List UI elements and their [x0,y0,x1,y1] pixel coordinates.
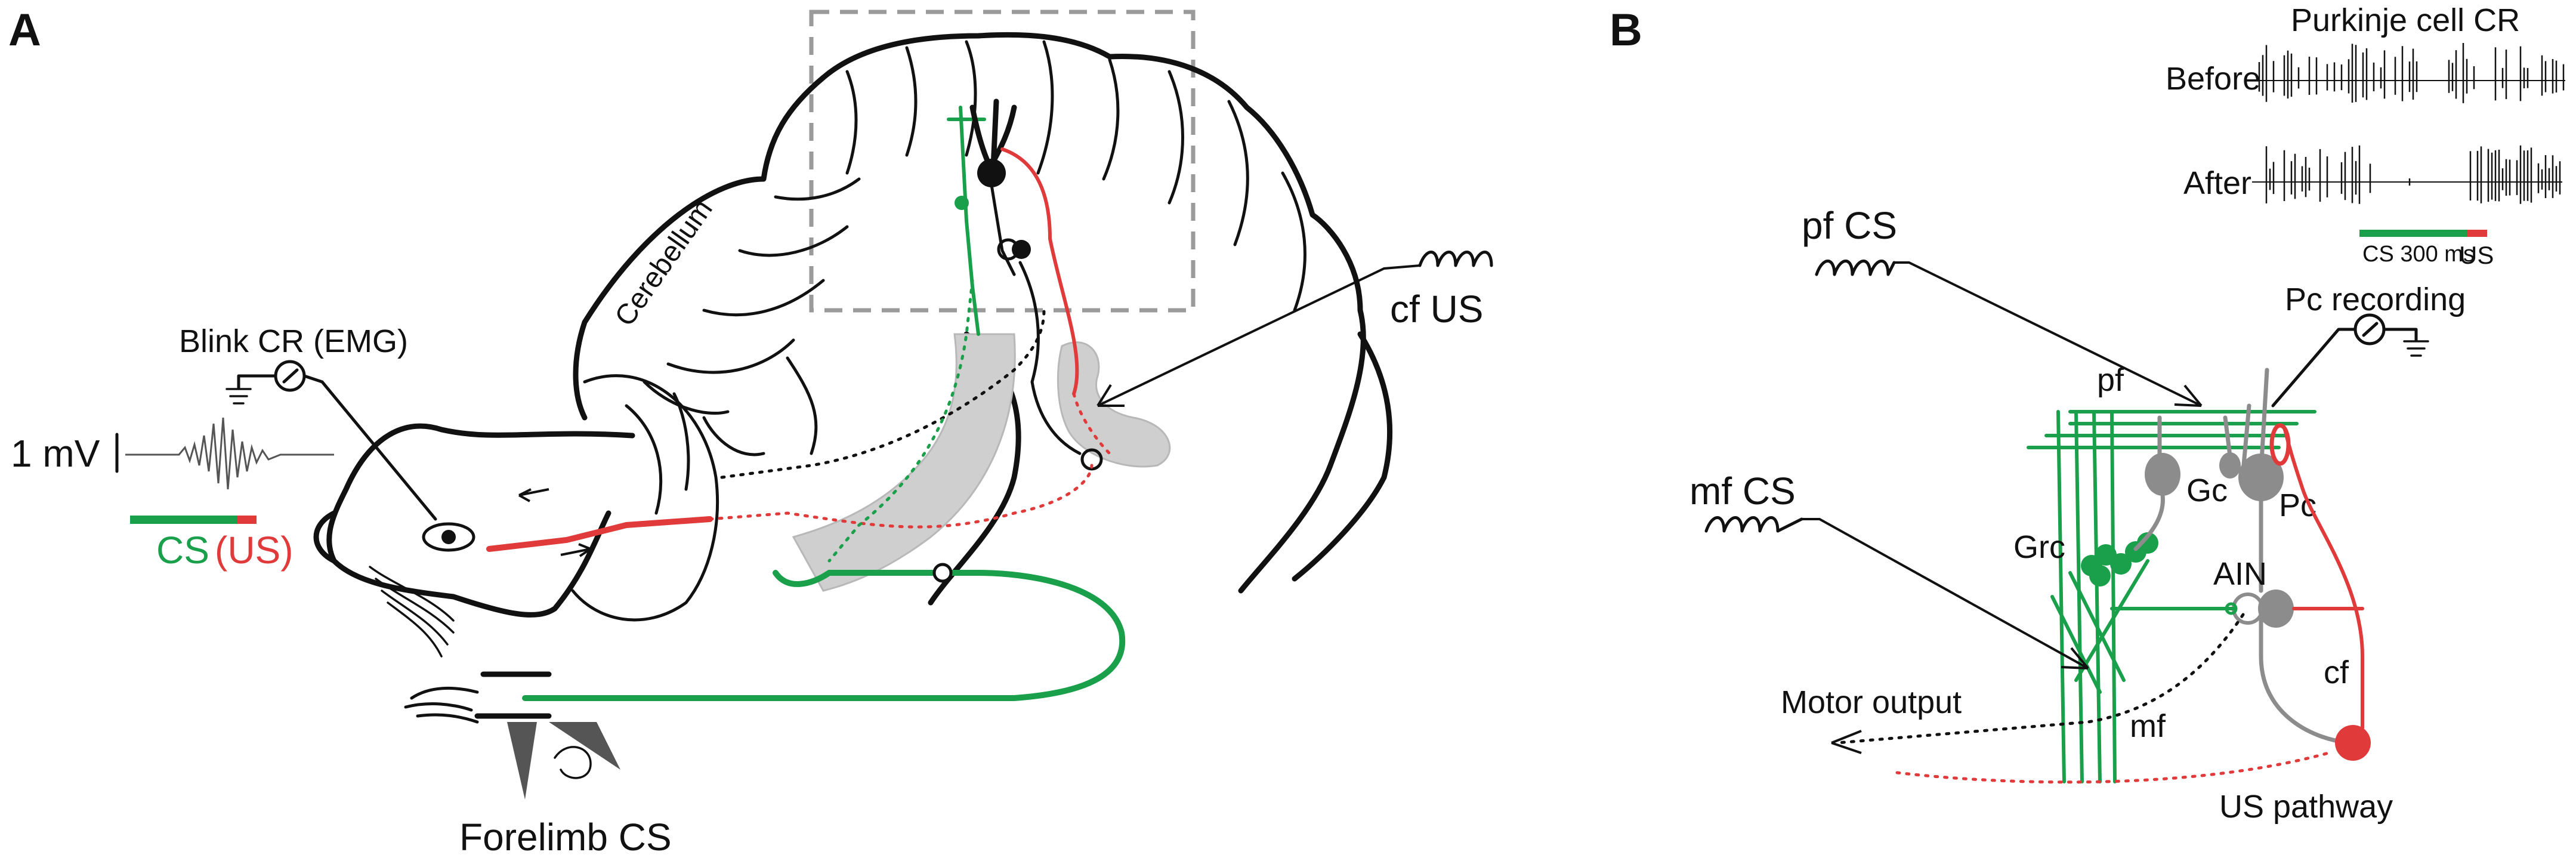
climbing-pathway-tube [1057,341,1171,468]
us-bar [237,516,257,524]
small-arrow-1 [518,488,549,502]
us-dotted-route [708,464,1094,529]
motor-output-label: Motor output [1781,684,1962,720]
climbing-fiber [2283,428,2364,730]
us-airpuff-line [486,516,713,552]
io-neuron [2335,725,2371,761]
forelimb-synapse [932,563,953,583]
mf-cs-label: mf CS [1689,470,1796,513]
mf-arrow [1802,518,2089,669]
gc-label: Gc [2186,473,2228,508]
cf-coil [1418,251,1493,267]
pc-us-bar [2467,230,2487,237]
pc-cs-label: CS 300 ms [2362,242,2475,267]
panel-a-letter: A [8,5,41,55]
pf-cs-label: pf CS [1802,204,1897,247]
emg-ground [226,388,252,405]
motor-output-arrowhead [1831,730,1862,754]
pc-wire [2271,322,2418,408]
purkinje-title: Purkinje cell CR [2291,2,2520,38]
rabbit-head [313,374,719,658]
pf-arrow [1894,261,2203,407]
mf-label: mf [2130,708,2166,744]
rabbit-eye [422,522,475,552]
pf-coil [1815,260,1896,276]
before-label: Before [2166,61,2260,97]
us-pathway-route [1895,750,2334,784]
mossy-pathway-tube [792,333,1016,592]
pc-recording-label: Pc recording [2285,282,2466,317]
stellate-cell [2219,452,2241,479]
pf-label: pf [2097,362,2124,398]
inset-dashed-box [809,10,1196,313]
ain-cell-gray [2258,590,2294,628]
pc-axon [2259,499,2353,745]
cs-bar [130,516,237,524]
ain-cell-white [2232,592,2264,625]
forelimb [404,671,620,800]
scale-label: 1 mV [11,432,100,475]
pc-cs-bar [2359,230,2467,237]
after-label: After [2183,165,2251,201]
emg-trace [125,417,334,490]
us-label: (US) [215,529,294,572]
mossy-fiber-bundle [2050,410,2158,783]
purkinje-cell [2238,453,2284,501]
ain-label: AIN [2213,556,2267,592]
us-pathway-label: US pathway [2219,789,2393,825]
golgi-cell [2145,453,2180,496]
cf-us-arrow [1097,264,1420,407]
blink-cr-label: Blink CR (EMG) [179,323,408,359]
cf-label: cf [2324,655,2349,690]
small-arrow-2 [560,543,592,557]
grc-label: Grc [2013,529,2065,565]
pc-us-label: US [2459,241,2494,269]
parallel-fibers: pf [2027,362,2316,449]
forelimb-cs-line [522,570,1126,701]
pc-ground [2403,340,2429,357]
motor-output-route [1836,613,2245,745]
green-dotted-route [827,279,974,563]
after-spike-trace [2252,145,2562,204]
forelimb-cs-label: Forelimb CS [459,816,672,859]
panel-b-letter: B [1610,5,1642,55]
cs-label: CS [156,529,209,572]
mf-coil [1704,516,1803,533]
before-spike-trace [2252,42,2565,103]
cf-wrap [2269,423,2291,466]
black-dotted-route [720,308,1046,479]
emg-wire [237,368,437,521]
inset-circuit [947,98,1111,471]
cf-us-label: cf US [1390,288,1483,331]
